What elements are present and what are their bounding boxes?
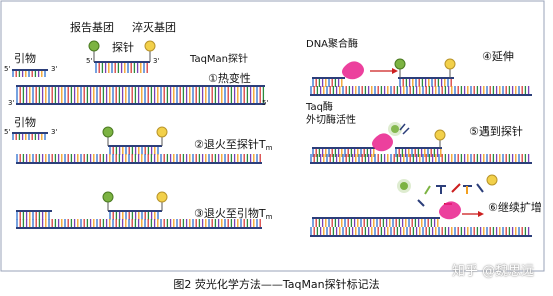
- polymerase-step6: [439, 201, 461, 220]
- base-pairs: [312, 219, 439, 227]
- primer-mid-5prime: 5': [4, 128, 11, 136]
- step1-label: ①热变性: [208, 72, 251, 85]
- step3-label: ③退火至引物Tm: [194, 207, 273, 221]
- base-pairs: [310, 154, 530, 162]
- primer-label-mid: 引物: [14, 116, 36, 129]
- base-pairs: [310, 86, 530, 94]
- step4-group: [310, 58, 532, 96]
- exo-activity-label: 外切酶活性: [306, 115, 356, 126]
- step6-label: ⑥继续扩增: [488, 201, 542, 214]
- template-strand-step1: [16, 85, 265, 105]
- primer-top: [12, 69, 48, 77]
- base-pairs: [395, 149, 442, 157]
- figure-caption: 图2 荧光化学方法——TaqMan探针标记法: [173, 278, 380, 291]
- step2-group: [12, 126, 262, 164]
- figure-border: [0, 0, 545, 272]
- base-pairs: [312, 149, 375, 157]
- step3-subscript: m: [265, 213, 273, 221]
- base-pairs: [16, 212, 50, 220]
- base-pairs: [16, 219, 261, 227]
- step1-5prime: 5': [262, 99, 269, 107]
- dna-polymerase-label: DNA聚合酶: [306, 39, 359, 50]
- watermark: 知乎 @魏思远: [452, 264, 535, 279]
- base-pairs: [16, 87, 265, 95]
- taq-enzyme-label: Taq酶: [306, 102, 333, 113]
- step2-label: ②退火至探针Tm: [194, 138, 273, 152]
- probe-label: 探针: [112, 41, 134, 54]
- primer-top-3prime: 3': [51, 65, 58, 73]
- probe-3prime: 3': [153, 57, 160, 65]
- base-pairs: [12, 71, 46, 77]
- taqman-probe-label: TaqMan探针: [190, 54, 249, 65]
- taq-enzyme-blob: [372, 133, 393, 152]
- base-pairs: [399, 79, 452, 87]
- base-pairs: [109, 212, 159, 220]
- primer-mid-3prime: 3': [51, 128, 58, 136]
- base-pairs: [16, 154, 261, 162]
- dna-polymerase-blob: [342, 61, 364, 80]
- probe-free: [88, 40, 156, 73]
- base-pairs: [310, 227, 530, 235]
- step1-3prime: 3': [8, 99, 15, 107]
- primer-label-top: 引物: [14, 52, 36, 65]
- step5-label: ⑤遇到探针: [469, 125, 523, 138]
- primer-top-5prime: 5': [4, 65, 11, 73]
- base-pairs: [109, 147, 159, 155]
- step2-subscript: m: [265, 144, 273, 152]
- probe-5prime: 5': [86, 57, 93, 65]
- base-pairs: [95, 63, 148, 73]
- base-pairs: [312, 79, 343, 87]
- quencher-dye: [144, 40, 156, 52]
- quencher-label: 淬灭基团: [132, 21, 176, 34]
- step6-group: [310, 174, 532, 237]
- reporter-label: 报告基团: [70, 21, 114, 34]
- base-pairs: [12, 134, 46, 140]
- step3-group: [16, 191, 262, 229]
- base-pairs: [16, 95, 265, 103]
- reporter-dye: [88, 40, 100, 52]
- step5-group: [310, 122, 532, 164]
- step4-label: ④延伸: [482, 50, 514, 63]
